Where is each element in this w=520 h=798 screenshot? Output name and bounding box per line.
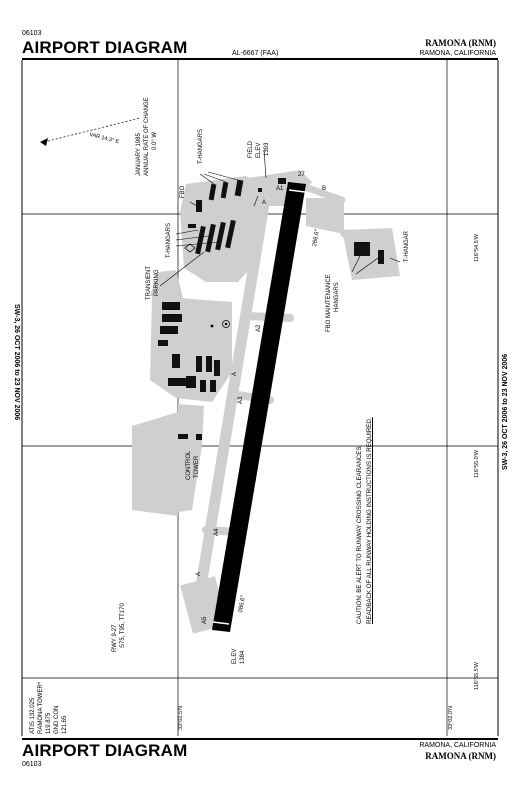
- longitude-top-label: 116°54.5'W: [474, 234, 480, 262]
- longitude-bottom-label: 116°55.5'W: [474, 662, 480, 690]
- volume-code-bottom: 06103: [22, 761, 42, 768]
- threshold-9: [212, 621, 230, 625]
- apron-transient: [150, 270, 184, 302]
- runway-strength: S75, T95, TT170: [120, 603, 126, 648]
- field-label: FIELD: [248, 140, 254, 158]
- longitude-mid-label: 116°55.0'W: [474, 450, 480, 478]
- bottom-rule: [22, 738, 498, 740]
- heliport-marker: [184, 243, 196, 253]
- airport-name-top: RAMONA (RNM): [425, 38, 496, 48]
- taxiway-b2: [340, 230, 376, 244]
- apron-west: [132, 412, 178, 516]
- threshold-27: [288, 189, 306, 193]
- hangars-label: HANGARS: [334, 282, 340, 312]
- transient-label: TRANSIENT: [146, 265, 152, 300]
- taxiway-label-a-north: A: [262, 200, 267, 206]
- location-bottom: RAMONA, CALIFORNIA: [419, 742, 496, 749]
- taxiway-label-a5: A5: [202, 616, 208, 624]
- beacon: [210, 324, 214, 328]
- taxiway-label-a1: A1: [276, 186, 284, 192]
- left-cycle-text: SW-3, 26 OCT 2006 to 23 NOV 2006: [13, 304, 20, 421]
- fbo-maintenance-label: FBO MAINTENANCE: [326, 274, 332, 332]
- al-number: AL-6667 (FAA): [232, 50, 279, 57]
- taxiway-label-a2: A2: [256, 324, 262, 332]
- taxiway-label-b: B: [322, 186, 327, 192]
- t-hangars-west-label: T-HANGARS: [166, 222, 172, 258]
- top-rule: [22, 58, 498, 60]
- taxiway-label-a-mid: A: [232, 371, 238, 376]
- latitude-right-label: 33°02.0'N: [448, 705, 454, 730]
- ground-frequency: 121.65: [62, 715, 68, 734]
- runway-designation: RWY 9-27: [112, 624, 118, 652]
- airport-name-bottom: RAMONA (RNM): [425, 751, 496, 761]
- t-hangar-label: T-HANGAR: [404, 230, 410, 262]
- taxiway-a5: [192, 604, 222, 614]
- control-label: CONTROL: [186, 450, 192, 480]
- caution-line-2: READBACK OF ALL RUNWAY HOLDING INSTRUCTI…: [366, 417, 373, 624]
- right-cycle-text: SW-3, 26 OCT 2006 to 23 NOV 2006: [502, 353, 509, 470]
- taxiway-b: [298, 182, 346, 204]
- variation-annual: ANNUAL RATE OF CHANGE: [144, 97, 150, 176]
- atis-frequency: ATIS 132.025: [30, 697, 36, 734]
- apron-fbo-maint: [342, 228, 400, 280]
- location-top: RAMONA, CALIFORNIA: [419, 50, 496, 57]
- variation-date: JANUARY 1985: [136, 133, 142, 176]
- page-title: AIRPORT DIAGRAM: [22, 38, 188, 57]
- ground-label: GND CON: [54, 705, 60, 734]
- wind-indicator: [222, 320, 230, 328]
- taxiway-label-a4: A4: [214, 528, 220, 536]
- field-elev-value: 1393: [264, 142, 270, 156]
- apron-east: [306, 198, 344, 234]
- volume-code-top: 06103: [22, 30, 42, 37]
- t-hangars-north-label: T-HANGARS: [198, 128, 204, 164]
- taxiway-label-a-south: A: [196, 571, 202, 576]
- fbo-label: FBO: [180, 185, 186, 198]
- tower-name: RAMONA TOWER*: [38, 681, 44, 734]
- variation-rate: 0.0° W: [152, 131, 158, 150]
- latitude-left-label: 33°02.5'N: [178, 705, 184, 730]
- leader-lines: [159, 149, 401, 287]
- parking-label: PARKING: [154, 269, 160, 296]
- north-arrow: [40, 117, 141, 146]
- taxiway-label-a3: A3: [238, 396, 244, 404]
- apron-tower: [178, 404, 204, 512]
- runway-end-27: 27: [298, 172, 305, 178]
- tower-label: TOWER: [194, 455, 200, 478]
- elev-label: ELEV: [256, 142, 262, 158]
- buildings: [158, 178, 384, 440]
- tower-frequency: 119.875: [46, 712, 52, 734]
- elev-9-label: ELEV: [232, 648, 238, 664]
- apron-main: [150, 296, 232, 402]
- elev-9-value: 1384: [240, 650, 246, 664]
- runway-9-27: [212, 182, 306, 632]
- footer-title: AIRPORT DIAGRAM: [22, 741, 188, 760]
- caution-line-1: CAUTION: BE ALERT TO RUNWAY CROSSING CLE…: [356, 444, 363, 624]
